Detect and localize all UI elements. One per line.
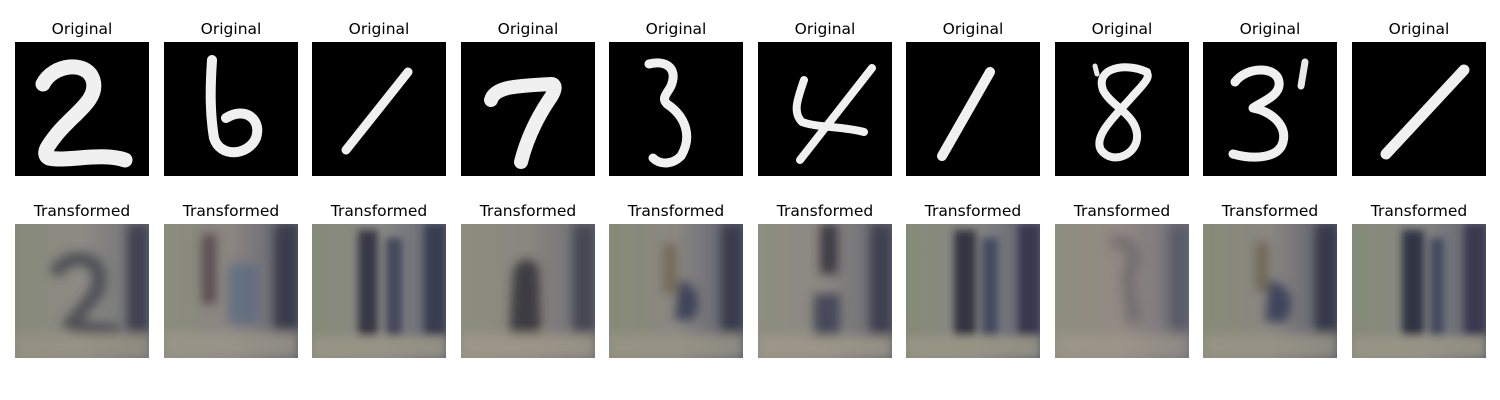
panel-title: Original xyxy=(645,20,707,38)
transformed-image xyxy=(1352,224,1486,358)
original-digit-image xyxy=(758,42,892,176)
panel-title: Transformed xyxy=(1370,202,1468,220)
panel-title: Original xyxy=(942,20,1004,38)
original-digit-image xyxy=(1352,42,1486,176)
transformed-image xyxy=(312,224,446,358)
transformed-image xyxy=(906,224,1040,358)
panel-title: Transformed xyxy=(479,202,577,220)
panel-title: Original xyxy=(200,20,262,38)
transformed-image xyxy=(609,224,743,358)
panel-title: Transformed xyxy=(924,202,1022,220)
panel-title: Transformed xyxy=(1073,202,1171,220)
panel-title: Original xyxy=(348,20,410,38)
panel-title: Original xyxy=(1091,20,1153,38)
transformed-image xyxy=(1203,224,1337,358)
panel-title: Transformed xyxy=(1221,202,1319,220)
panel-title: Original xyxy=(497,20,559,38)
panel-title: Original xyxy=(1239,20,1301,38)
original-digit-image xyxy=(1203,42,1337,176)
original-digit-image xyxy=(1055,42,1189,176)
original-digit-image xyxy=(15,42,149,176)
transformed-image xyxy=(758,224,892,358)
panel-title: Original xyxy=(51,20,113,38)
panel-title: Transformed xyxy=(627,202,725,220)
transformed-image xyxy=(461,224,595,358)
panel-title: Transformed xyxy=(182,202,280,220)
panel-title: Transformed xyxy=(33,202,131,220)
original-digit-image xyxy=(312,42,446,176)
transformed-image xyxy=(15,224,149,358)
transformed-image xyxy=(164,224,298,358)
panel-title: Transformed xyxy=(776,202,874,220)
panel-title: Original xyxy=(1388,20,1450,38)
original-digit-image xyxy=(461,42,595,176)
original-digit-image xyxy=(906,42,1040,176)
original-digit-image xyxy=(164,42,298,176)
transformed-image xyxy=(1055,224,1189,358)
original-digit-image xyxy=(609,42,743,176)
panel-title: Original xyxy=(794,20,856,38)
panel-title: Transformed xyxy=(330,202,428,220)
